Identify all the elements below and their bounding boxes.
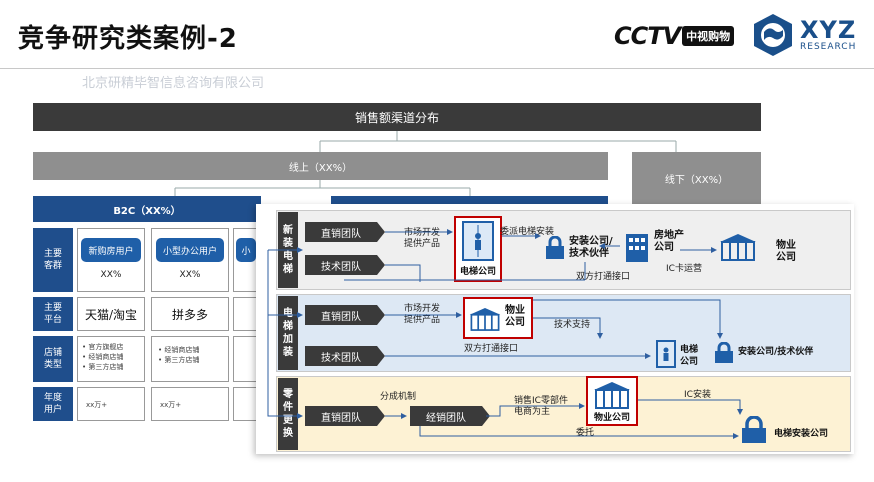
- store-type-text: 经销商店铺: [164, 346, 200, 354]
- wrench-lock-icon: [546, 236, 564, 259]
- installer-label-1: 安装公司/ 技术伙伴: [569, 236, 613, 259]
- tech-support-label: 技术支持: [554, 320, 591, 330]
- wrench-lock-icon: [742, 416, 766, 443]
- store-type-item: • 第三方店铺: [82, 363, 124, 371]
- storefront-icon: [720, 234, 756, 261]
- row-label-platform: 主要平台: [33, 297, 73, 331]
- platform-cell: 拼多多: [151, 297, 229, 331]
- header-divider: [0, 68, 874, 69]
- row-label-customers-text: 主要客群: [43, 249, 62, 271]
- row-label-store-text: 店铺类型: [43, 348, 62, 370]
- property-label-1: 物业 公司: [776, 240, 796, 263]
- sales-channel-header: 销售额渠道分布: [33, 103, 761, 131]
- store-cell: • 经销商店铺 • 第三方店铺: [151, 336, 229, 382]
- direct-sales-team-3: 直销团队: [305, 406, 385, 426]
- customer-pill-3: 小: [236, 238, 256, 262]
- b2c-bar: B2C（XX%）: [33, 196, 261, 222]
- row-label-annual: 年度用户: [33, 387, 73, 421]
- store-type-item: • 第三方店铺: [158, 356, 200, 364]
- direct-sales-team-1: 直销团队: [305, 222, 385, 242]
- interface-label-1: 双方打通接口: [576, 272, 631, 282]
- band-label-new-text: 新装电梯: [283, 225, 293, 275]
- cctv-logo: CCTV 中视购物: [614, 22, 735, 50]
- customer-pill-2: 小型办公用户: [156, 238, 224, 262]
- ic-install-label: IC安装: [684, 390, 711, 400]
- ic-operation-label: IC卡运营: [666, 264, 702, 274]
- brand-subtitle: RESEARCH: [800, 42, 857, 52]
- tech-team-2: 技术团队: [305, 346, 385, 366]
- store-type-text: 第三方店铺: [164, 356, 200, 364]
- store-type-item: • 官方旗舰店: [82, 343, 124, 351]
- tech-team-1: 技术团队: [305, 255, 385, 275]
- store-type-text: 经销商店铺: [88, 353, 124, 361]
- watermark: 北京研精毕智信息咨询有限公司: [82, 76, 265, 91]
- elevator-company-label-2: 电梯 公司: [680, 345, 699, 367]
- online-bar: 线上（XX%）: [33, 152, 608, 180]
- store-type-text: 第三方店铺: [88, 363, 124, 371]
- b2b-bar: [331, 196, 608, 204]
- band-label-retrofit-text: 电梯加装: [283, 308, 293, 358]
- annual-cell: xx万+: [77, 387, 145, 421]
- retail-parts-label: 销售IC零部件 电商为主: [514, 396, 568, 417]
- realestate-label: 房地产 公司: [654, 230, 684, 253]
- row-label-store: 店铺类型: [33, 336, 73, 382]
- xyz-research-logo: XYZ RESEARCH: [752, 12, 856, 58]
- installer-label-3: 电梯安装公司: [774, 429, 829, 439]
- offline-bar: 线下（XX%）: [632, 152, 761, 204]
- page-title: 竞争研究类案例-2: [18, 24, 238, 54]
- customer-pill-1: 新购房用户: [81, 238, 141, 262]
- store-type-text: 官方旗舰店: [88, 343, 124, 351]
- storefront-icon: [594, 382, 630, 409]
- platform-cell: 天猫/淘宝: [77, 297, 145, 331]
- annual-cell: xx万+: [151, 387, 229, 421]
- elevator-icon: [462, 221, 494, 261]
- customer-pct-1: XX%: [100, 270, 122, 280]
- interface-label-2: 双方打通接口: [464, 344, 519, 354]
- customer-pct-2: XX%: [179, 270, 201, 280]
- market-dev-label-1: 市场开发 提供产品: [404, 228, 441, 249]
- installer-label-2: 安装公司/技术伙伴: [738, 347, 814, 357]
- building-icon: [626, 234, 648, 262]
- property-company-box-3: 物业公司: [586, 376, 638, 426]
- entrust-label: 委托: [576, 428, 595, 438]
- elevator-company-box: 电梯公司: [454, 216, 502, 282]
- globe-hexagon-icon: [754, 14, 792, 56]
- wrench-lock-icon: [715, 342, 733, 363]
- dispatch-label: 委派电梯安装: [500, 227, 555, 237]
- direct-sales-team-2: 直销团队: [305, 305, 385, 325]
- row-label-platform-text: 主要平台: [43, 303, 62, 325]
- property-label-2: 物业 公司: [505, 305, 525, 328]
- store-type-item: • 经销商店铺: [158, 346, 200, 354]
- property-company-box-2: 物业 公司: [463, 297, 533, 339]
- market-dev-label-2: 市场开发 提供产品: [404, 304, 441, 325]
- brand-name: XYZ: [800, 16, 857, 44]
- property-label-3: 物业公司: [593, 413, 630, 423]
- band-label-parts-text: 零件更换: [283, 389, 293, 439]
- share-mechanism-label: 分成机制: [380, 392, 417, 402]
- store-cell: • 官方旗舰店 • 经销商店铺 • 第三方店铺: [77, 336, 145, 382]
- elevator-icon: [656, 340, 676, 368]
- cctv-logo-text: CCTV: [614, 22, 681, 50]
- platform-cell: [233, 297, 259, 331]
- cctv-logo-tag: 中视购物: [682, 26, 735, 46]
- elevator-company-label: 电梯公司: [459, 267, 496, 277]
- row-label-annual-text: 年度用户: [43, 393, 62, 415]
- band-label-parts: 零件更换: [278, 378, 298, 450]
- row-label-customers: 主要客群: [33, 228, 73, 292]
- store-type-item: • 经销商店铺: [82, 353, 124, 361]
- storefront-icon: [469, 307, 501, 331]
- store-cell: [233, 336, 259, 382]
